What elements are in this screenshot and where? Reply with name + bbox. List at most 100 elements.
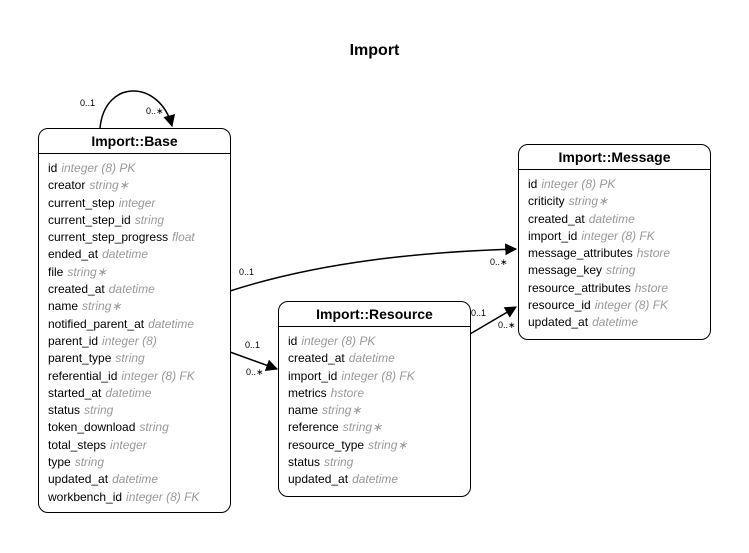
attribute-name: created_at [48, 282, 105, 297]
attribute-name: updated_at [48, 472, 109, 487]
entity-header: Import::Message [519, 145, 710, 170]
attribute-name: id [528, 177, 538, 191]
attribute-name: current_step [48, 195, 115, 210]
attribute-type: datetime [108, 282, 155, 297]
attribute-type: integer (8) PK [301, 334, 376, 348]
attribute-type: integer (8) FK [341, 368, 415, 383]
attribute-type: integer [118, 195, 156, 210]
attribute-type: datetime [592, 315, 639, 330]
attribute-name: resource_attributes [528, 280, 631, 295]
attribute-type: hstore [330, 385, 365, 400]
attribute-type: integer (8) PK [541, 177, 616, 191]
cardinality-resource-message-from: 0..1 [471, 308, 486, 318]
attribute-name: resource_type [288, 437, 365, 452]
attribute-name: reference [288, 420, 339, 435]
attribute-type: integer (8) FK [594, 298, 669, 313]
attribute-name: started_at [48, 385, 102, 400]
attribute-type: string∗ [368, 437, 408, 452]
relation-base-self [99, 90, 176, 129]
cardinality-base-self-from: 0..1 [80, 98, 95, 108]
cardinality-base-resource-to: 0..∗ [246, 367, 264, 377]
attribute-name: updated_at [288, 472, 349, 487]
attribute-type: string [84, 403, 114, 418]
attribute-name: updated_at [528, 315, 589, 330]
relation-resource-message [469, 306, 518, 335]
attribute-name: message_key [528, 263, 603, 278]
attribute-name: name [288, 403, 319, 418]
attribute-name: referential_id [48, 368, 118, 383]
attribute-name: created_at [528, 211, 585, 226]
attribute-type: integer [110, 437, 147, 452]
cardinality-base-message-from: 0..1 [239, 267, 254, 277]
attribute-name: total_steps [48, 437, 107, 452]
attribute-type: float [172, 230, 195, 245]
attribute-name: file [48, 264, 64, 279]
attribute-name: notified_parent_at [48, 316, 145, 331]
attribute-name: criticity [528, 194, 565, 209]
attribute-name: name [48, 299, 79, 314]
cardinality-base-message-to: 0..∗ [490, 257, 508, 267]
attribute-type: string [139, 420, 169, 435]
relation-base-message [229, 243, 518, 292]
attribute-name: status [48, 403, 81, 418]
attribute-name: parent_type [48, 351, 112, 366]
attribute-type: datetime [588, 211, 635, 226]
attribute-name: created_at [288, 351, 345, 366]
attribute-type: datetime [148, 316, 195, 331]
cardinality-resource-message-to: 0..∗ [498, 320, 516, 330]
attribute-type: string [134, 212, 165, 227]
attribute-name: status [288, 455, 321, 470]
attribute-type: integer (8) PK [61, 161, 136, 175]
attribute-type: string∗ [568, 194, 609, 209]
attribute-name: import_id [288, 368, 338, 383]
attribute-type: string∗ [342, 420, 383, 435]
attribute-name: import_id [528, 228, 578, 243]
attribute-type: integer (8) [102, 333, 157, 348]
attribute-name: token_download [48, 420, 136, 435]
attribute-name: creator [48, 178, 86, 193]
attribute-name: resource_id [528, 298, 591, 313]
relation-base-resource [229, 351, 279, 371]
attribute-type: string∗ [82, 299, 122, 314]
attribute-name: message_attributes [528, 246, 633, 261]
cardinality-base-resource-from: 0..1 [245, 340, 260, 350]
entity-header: Import::Base [39, 129, 230, 154]
cardinality-base-self-to: 0..∗ [146, 106, 164, 116]
attribute-type: hstore [634, 280, 669, 295]
